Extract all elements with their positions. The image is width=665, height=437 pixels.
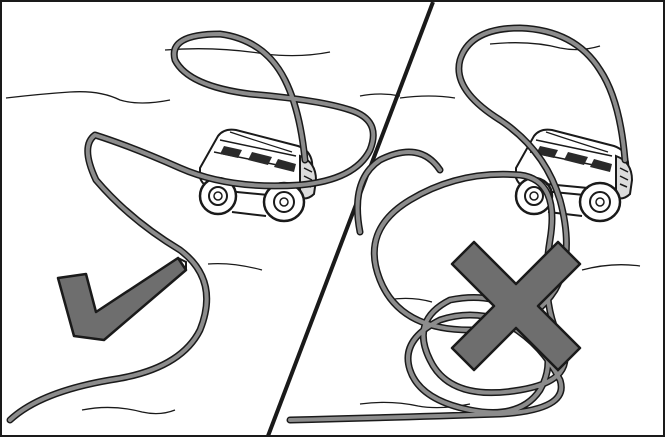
panel-divider — [266, 1, 435, 437]
panel-incorrect — [286, 24, 641, 424]
cable-neat — [6, 30, 377, 424]
cross-mark-icon — [450, 240, 582, 372]
check-mark-icon — [56, 256, 188, 342]
panel-correct — [5, 30, 401, 424]
